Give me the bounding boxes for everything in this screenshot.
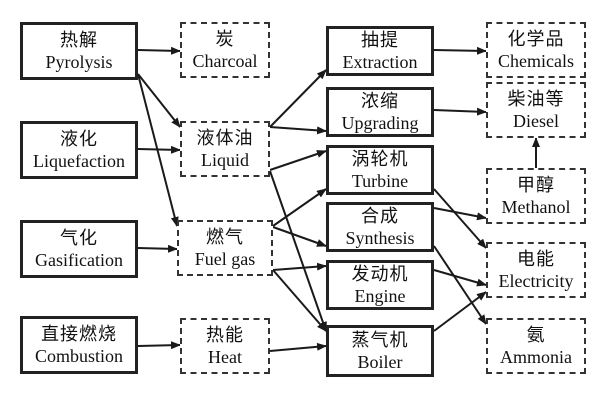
node-heat-zh: 热能 bbox=[206, 324, 244, 346]
node-synthesis-zh: 合成 bbox=[361, 205, 399, 227]
arrow-extraction-to-chemicals bbox=[433, 46, 487, 55]
arrow-liquid-to-boiler bbox=[269, 170, 327, 332]
node-liquefaction-en: Liquefaction bbox=[33, 150, 125, 171]
node-engine-en: Engine bbox=[354, 285, 406, 306]
node-synthesis: 合成 Synthesis bbox=[326, 202, 434, 252]
node-gasification: 气化 Gasification bbox=[20, 220, 138, 278]
node-ammonia-en: Ammonia bbox=[500, 346, 572, 367]
arrow-fuel-gas-to-turbine bbox=[272, 188, 327, 227]
arrow-liquid-to-turbine bbox=[269, 150, 327, 171]
node-ammonia: 氨 Ammonia bbox=[486, 318, 586, 374]
node-pyrolysis: 热解 Pyrolysis bbox=[20, 22, 138, 80]
node-combustion-zh: 直接燃烧 bbox=[41, 323, 117, 345]
node-liquid-zh: 液体油 bbox=[196, 127, 254, 149]
node-chemicals: 化学品 Chemicals bbox=[486, 22, 586, 78]
node-liquid: 液体油 Liquid bbox=[180, 121, 270, 177]
node-combustion-en: Combustion bbox=[34, 345, 123, 366]
node-heat: 热能 Heat bbox=[180, 318, 270, 374]
arrow-boiler-to-electricity bbox=[433, 291, 487, 332]
arrow-liquid-to-extraction bbox=[269, 69, 327, 128]
node-fuel-gas: 燃气 Fuel gas bbox=[177, 220, 273, 276]
node-fuel-gas-zh: 燃气 bbox=[206, 226, 244, 248]
node-combustion: 直接燃烧 Combustion bbox=[20, 316, 138, 374]
node-gasification-en: Gasification bbox=[35, 249, 123, 270]
node-upgrading-zh: 浓缩 bbox=[361, 90, 399, 112]
node-diesel: 柴油等 Diesel bbox=[486, 82, 586, 138]
node-ammonia-zh: 氨 bbox=[526, 324, 546, 346]
node-turbine: 涡轮机 Turbine bbox=[326, 145, 434, 195]
node-boiler: 蒸气机 Boiler bbox=[326, 325, 434, 377]
node-boiler-en: Boiler bbox=[357, 351, 403, 372]
arrow-fuel-gas-to-engine bbox=[272, 262, 327, 271]
node-charcoal: 炭 Charcoal bbox=[180, 22, 270, 78]
node-extraction-en: Extraction bbox=[342, 51, 418, 72]
arrow-synthesis-to-methanol bbox=[433, 207, 487, 221]
node-electricity-zh: 电能 bbox=[517, 248, 555, 270]
arrow-upgrading-to-diesel bbox=[433, 107, 487, 116]
node-methanol: 甲醇 Methanol bbox=[486, 168, 586, 224]
node-electricity: 电能 Electricity bbox=[486, 242, 586, 298]
arrow-liquid-to-upgrading bbox=[269, 126, 327, 135]
node-chemicals-zh: 化学品 bbox=[507, 28, 565, 50]
node-boiler-zh: 蒸气机 bbox=[351, 329, 409, 351]
node-pyrolysis-en: Pyrolysis bbox=[45, 51, 113, 72]
arrow-heat-to-boiler bbox=[269, 342, 327, 352]
node-fuel-gas-en: Fuel gas bbox=[194, 248, 256, 269]
node-electricity-en: Electricity bbox=[498, 270, 574, 291]
node-liquefaction-zh: 液化 bbox=[60, 128, 98, 150]
arrow-liquefaction-to-liquid bbox=[137, 145, 181, 154]
node-gasification-zh: 气化 bbox=[60, 227, 98, 249]
node-engine-zh: 发动机 bbox=[351, 263, 409, 285]
arrow-fuel-gas-to-boiler bbox=[272, 269, 327, 332]
node-diesel-zh: 柴油等 bbox=[507, 88, 565, 110]
node-methanol-zh: 甲醇 bbox=[517, 174, 555, 196]
node-extraction-zh: 抽提 bbox=[361, 29, 399, 51]
node-diesel-en: Diesel bbox=[513, 110, 559, 131]
node-chemicals-en: Chemicals bbox=[498, 50, 574, 71]
node-extraction: 抽提 Extraction bbox=[326, 26, 434, 76]
node-charcoal-en: Charcoal bbox=[192, 50, 258, 71]
arrow-gasification-to-fuel-gas bbox=[137, 244, 178, 253]
node-upgrading-en: Upgrading bbox=[341, 112, 419, 133]
node-synthesis-en: Synthesis bbox=[345, 227, 415, 248]
node-pyrolysis-zh: 热解 bbox=[60, 29, 98, 51]
node-charcoal-zh: 炭 bbox=[215, 28, 235, 50]
node-turbine-zh: 涡轮机 bbox=[351, 148, 409, 170]
node-methanol-en: Methanol bbox=[501, 196, 571, 217]
node-turbine-en: Turbine bbox=[351, 170, 409, 191]
node-upgrading: 浓缩 Upgrading bbox=[326, 87, 434, 137]
arrow-pyrolysis-to-charcoal bbox=[137, 46, 181, 55]
arrow-combustion-to-heat bbox=[137, 341, 181, 350]
node-heat-en: Heat bbox=[208, 346, 242, 367]
arrow-pyrolysis-to-liquid bbox=[137, 73, 181, 128]
arrow-synthesis-to-ammonia bbox=[433, 245, 487, 325]
arrow-turbine-to-electricity bbox=[433, 188, 487, 249]
node-engine: 发动机 Engine bbox=[326, 260, 434, 310]
arrow-fuel-gas-to-synthesis bbox=[272, 226, 327, 247]
node-liquid-en: Liquid bbox=[201, 149, 249, 170]
node-liquefaction: 液化 Liquefaction bbox=[20, 121, 138, 179]
arrow-engine-to-electricity bbox=[433, 269, 487, 287]
